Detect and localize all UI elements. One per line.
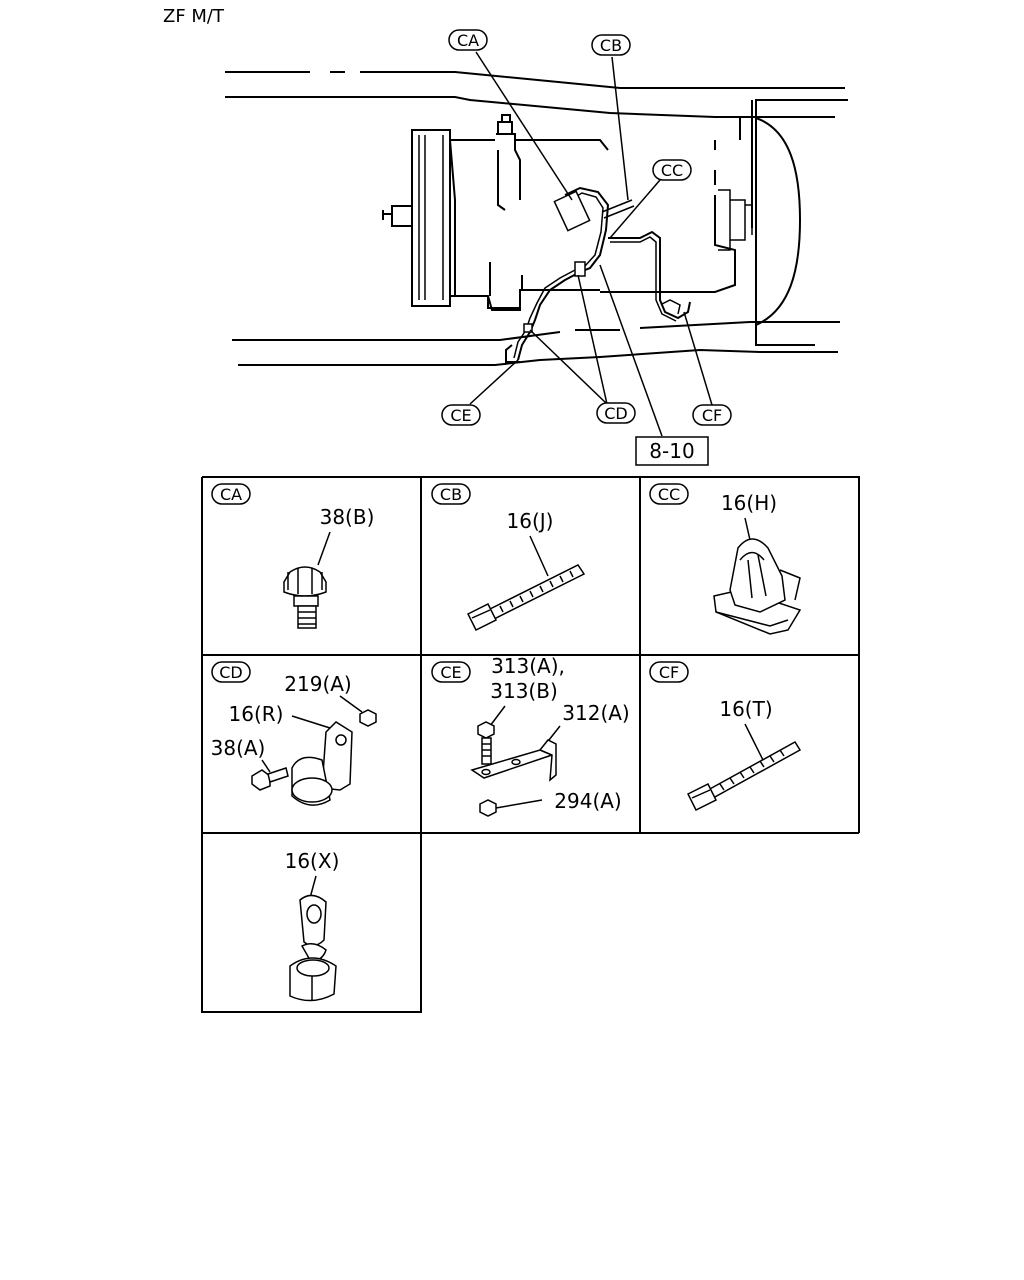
cable-tie-16j-icon — [466, 564, 586, 632]
wiring-harness-rear-branch-inner — [610, 236, 677, 322]
transmission-case-outline — [450, 139, 609, 311]
part-label-313a: 313(A), — [491, 654, 565, 678]
transmission-case-front — [449, 139, 456, 296]
leader-ca — [475, 51, 573, 201]
reference-box: 8-10 — [635, 436, 709, 466]
callout-cd: CD — [596, 402, 636, 424]
detail-grid — [201, 476, 860, 1013]
page-title: ZF M/T — [163, 6, 225, 27]
leaders-cd — [261, 695, 363, 773]
callout-cb: CB — [591, 34, 631, 56]
panel-cd-badge — [211, 661, 251, 683]
bolt-38b-icon — [283, 566, 327, 629]
callout-cb-label: CB — [600, 36, 622, 55]
bolt-38a-icon — [251, 767, 289, 791]
part-label-219a: 219(A) — [284, 672, 351, 696]
callout-ce: CE — [441, 404, 481, 426]
part-label-16x: 16(X) — [285, 849, 340, 873]
panel-ce-badge-label: CE — [440, 663, 461, 682]
leader-cb — [611, 56, 629, 201]
lower-frame-rail-bottom-line — [238, 348, 838, 366]
part-label-16r: 16(R) — [229, 702, 284, 726]
callout-ca: CA — [448, 29, 488, 51]
panel-cb: CB 16(J) — [431, 483, 586, 632]
transmission-case-lower-detail — [487, 262, 523, 309]
part-label-313b: 313(B) — [490, 679, 558, 703]
panel-ce: CE 313(A), 313(B) 312(A) 294(A) — [431, 654, 630, 817]
panel-cb-badge — [431, 483, 471, 505]
cable-tie-16t-icon — [686, 741, 802, 812]
connector-ca — [553, 190, 591, 232]
detail-grid-lines — [201, 476, 860, 1013]
callout-cc-label: CC — [661, 161, 683, 180]
leader-cf — [683, 311, 713, 406]
leader-cc — [609, 179, 661, 239]
crossmember-vertical — [751, 99, 848, 346]
cable-tie-cb — [601, 199, 635, 219]
clamp-16r-icon — [291, 721, 353, 806]
clip-cd-lower — [523, 323, 533, 333]
lower-frame-rail-top-line — [232, 321, 840, 341]
leader-38b — [317, 531, 331, 566]
leader-8-10 — [599, 264, 663, 437]
panel-cd-badge-label: CD — [219, 663, 243, 682]
panel-ce-badge — [431, 661, 471, 683]
callout-cf-label: CF — [702, 406, 722, 425]
panel-cd: CD 219(A) 16(R) 38(A) — [211, 661, 377, 806]
clutch-housing-ribs — [418, 135, 444, 300]
panel-cc-badge — [649, 483, 689, 505]
transmission-overview-drawing: CA CB CC CD CE CF 8-10 — [225, 29, 848, 466]
wiring-harness-rear-branch — [608, 230, 691, 320]
nut-219a-icon — [359, 709, 377, 727]
panel-cc-badge-label: CC — [658, 485, 680, 504]
panel-ca-badge — [211, 483, 251, 505]
part-label-16h: 16(H) — [721, 491, 777, 515]
part-label-294a: 294(A) — [554, 789, 621, 813]
panel-16x: 16(X) — [285, 849, 340, 1002]
leader-16x — [309, 875, 317, 899]
leader-cd — [529, 274, 608, 405]
output-flange — [718, 189, 753, 251]
bolt-313-icon — [477, 721, 495, 765]
part-label-38b: 38(B) — [320, 505, 375, 529]
crossmember-curve — [755, 117, 802, 326]
bracket-312a-icon — [470, 739, 557, 782]
leader-ce — [469, 359, 519, 405]
upper-frame-rail-top-line — [225, 71, 845, 89]
callout-ce-label: CE — [450, 406, 471, 425]
panel-cf-badge-label: CF — [659, 663, 679, 682]
nut-294a-icon — [479, 799, 497, 817]
part-label-312a: 312(A) — [562, 701, 629, 725]
part-label-38a: 38(A) — [211, 736, 266, 760]
panel-ca: CA 38(B) — [211, 483, 375, 629]
callout-cf: CF — [692, 404, 732, 426]
callout-cd-label: CD — [604, 404, 628, 423]
rear-extension-housing — [600, 140, 736, 293]
clamp-16x-icon — [289, 894, 337, 1002]
callout-ca-label: CA — [457, 31, 479, 50]
upper-frame-rail-bottom-line — [225, 96, 835, 118]
leader-16j — [529, 535, 549, 577]
part-label-16j: 16(J) — [507, 509, 554, 533]
leader-16t — [744, 723, 765, 763]
wiring-harness-inner — [513, 192, 604, 359]
panel-ca-badge-label: CA — [220, 485, 242, 504]
input-shaft — [382, 205, 412, 227]
panel-cf-badge — [649, 661, 689, 683]
part-label-16t: 16(T) — [719, 697, 772, 721]
shift-tower — [496, 114, 521, 211]
panel-cc: CC 16(H) — [649, 483, 802, 635]
bracket-ce — [505, 344, 520, 363]
clip-16h-icon — [713, 538, 802, 635]
panel-cf: CF 16(T) — [649, 661, 802, 812]
cable-tie-cf — [661, 299, 681, 315]
panel-cb-badge-label: CB — [440, 485, 462, 504]
reference-box-label: 8-10 — [649, 439, 694, 463]
leader-16h — [744, 517, 751, 541]
callout-cc: CC — [652, 159, 692, 181]
clutch-housing-flange — [411, 129, 451, 307]
clip-cd-upper — [574, 261, 586, 277]
